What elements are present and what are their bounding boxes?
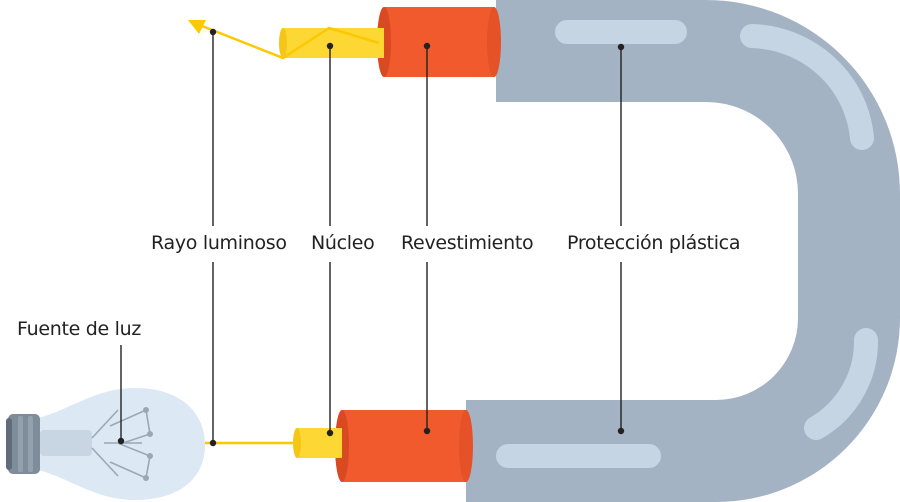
cladding-bottom [342,410,466,482]
filament-dot-3 [147,453,153,459]
dot-jacket-top [617,43,625,51]
label-cladding: Revestimiento [401,232,534,254]
label-plastic-protection: Protección plástica [567,232,741,254]
plastic-jacket [466,0,900,502]
bulb-base-thread-3 [28,416,33,472]
cladding-top [384,7,494,77]
dot-jacket-bottom [617,427,625,435]
jacket-highlight-bottom [496,444,661,468]
jacket-highlight-lower-curve [804,328,879,440]
cladding-top-end [487,7,501,77]
dot-core-bottom [326,429,334,437]
dot-cladding-top [423,42,431,50]
filament-dot-4 [143,475,149,481]
jacket-highlight-top [555,20,687,44]
bulb-neck [40,430,92,456]
cladding-bottom-end [459,410,473,482]
label-core: Núcleo [311,232,375,254]
core-top-face [279,28,287,58]
bulb-base-thread-1 [6,418,12,470]
filament-dot-1 [143,407,149,413]
core-top [283,28,384,58]
filament-dot-2 [147,431,153,437]
light-ray-arrowhead [188,20,206,34]
core-bottom [297,428,342,458]
label-light-ray: Rayo luminoso [151,232,287,254]
dot-light-source [117,437,125,445]
jacket-highlight-upper-curve [740,24,874,150]
bulb-base-thread-2 [18,416,23,472]
leader-dots [117,28,625,447]
light-bulb [6,388,205,500]
dot-core-top [326,42,334,50]
dot-light-ray-bottom [209,439,217,447]
light-ray-top [196,22,380,60]
bulb-base [8,414,40,474]
dot-cladding-bottom [423,427,431,435]
dot-light-ray-top [209,28,217,36]
label-light-source: Fuente de luz [17,318,142,340]
leader-lines [120,32,622,443]
